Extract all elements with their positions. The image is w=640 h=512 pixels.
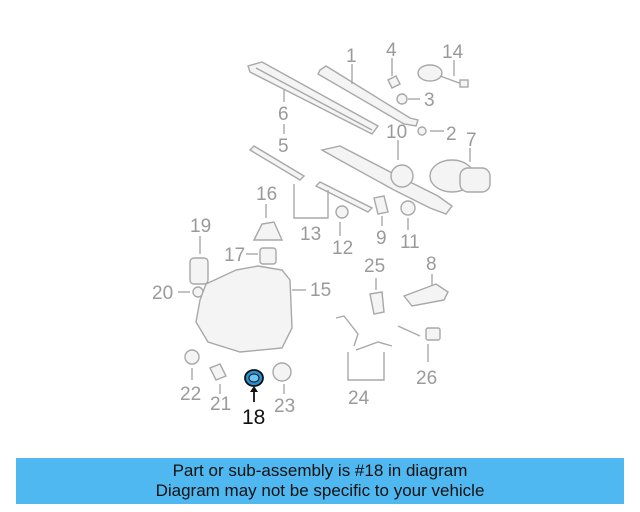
label-21: 21 [210,394,231,415]
pump [189,257,209,285]
label-14: 14 [442,42,464,63]
label-10: 10 [386,122,407,143]
sensor-21 [209,363,227,381]
label-13: 13 [300,224,321,245]
banner-line-2: Diagram may not be specific to your vehi… [155,481,485,500]
label-24: 24 [348,388,370,409]
leader-lines [178,58,471,394]
bushing-12 [335,205,349,219]
label-16: 16 [256,184,277,205]
label-5: 5 [278,136,289,157]
wiper-linkage [320,145,453,215]
info-banner: Part or sub-assembly is #18 in diagram D… [16,458,624,504]
label-2: 2 [446,124,457,145]
label-3: 3 [424,90,435,111]
label-19: 19 [190,216,211,237]
nut-3 [396,93,408,105]
washer-reservoir [195,265,293,353]
rod-right [314,181,374,213]
parts-diagram: 1 2 3 4 5 6 7 8 9 10 11 12 13 14 15 16 1… [152,40,491,429]
banner-line-1: Part or sub-assembly is #18 in diagram [172,461,468,480]
label-26: 26 [416,368,437,389]
label-4: 4 [386,40,397,61]
cap-23 [272,362,292,382]
label-12: 12 [332,238,353,259]
arrow-18 [250,386,258,392]
nozzle-8 [402,283,449,307]
label-1: 1 [346,46,357,67]
label-22: 22 [180,384,201,405]
label-9: 9 [376,228,387,249]
part-18-highlight [244,369,264,387]
hose-left [335,315,359,347]
cap-4 [387,75,401,89]
label-20: 20 [152,283,173,304]
connector-26 [425,327,441,341]
filler-neck [252,221,284,241]
label-17: 17 [224,245,245,266]
grommet-11 [400,200,416,216]
label-15: 15 [310,280,331,301]
label-7: 7 [466,130,477,151]
hose-right [355,341,393,351]
rod-left [248,145,306,181]
wiper-arm [317,65,419,127]
hose-26 [397,325,421,337]
washer-2 [417,126,427,136]
clip-9 [373,195,389,215]
part-14 [417,64,469,88]
nozzle-25 [369,291,385,315]
label-23: 23 [274,396,295,417]
wiper-motor [429,159,491,193]
label-25: 25 [364,256,385,277]
cap-17 [259,247,277,265]
grommet-22 [184,349,200,365]
label-11: 11 [400,232,420,253]
label-8: 8 [426,254,437,275]
wiper-blade [247,61,380,135]
label-6: 6 [278,104,289,125]
label-18: 18 [242,406,265,429]
